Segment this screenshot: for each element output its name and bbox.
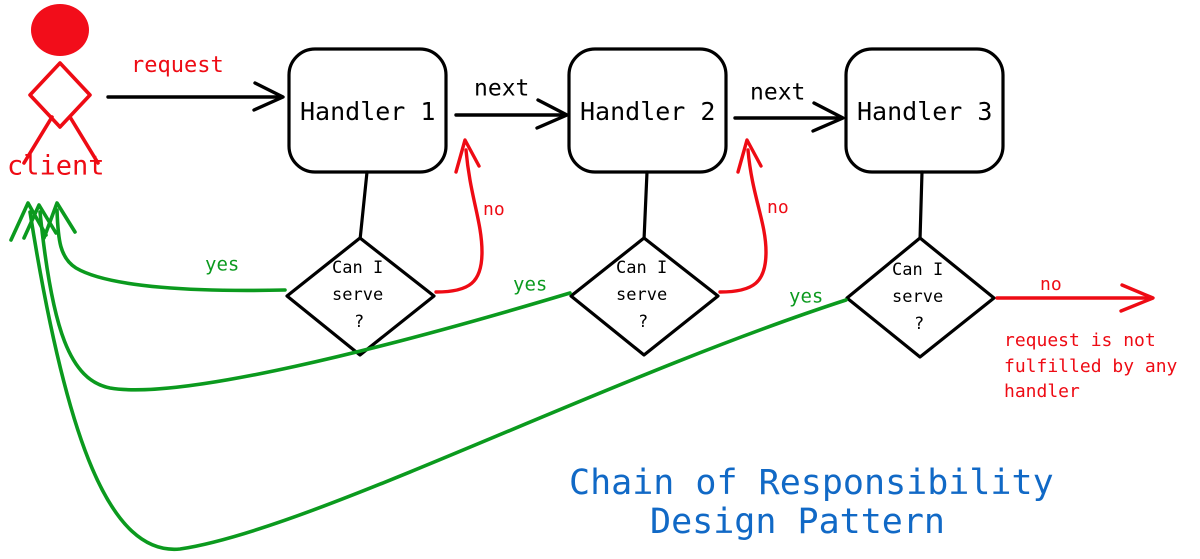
handler-2-node[interactable]: Handler 2 — [567, 47, 728, 174]
no-edge-2: no — [718, 138, 789, 294]
handler-2-label: Handler 2 — [580, 97, 715, 126]
no-edge-1: no — [434, 138, 505, 294]
decision-2-line2: serve — [616, 285, 667, 305]
request-label: request — [131, 53, 224, 78]
decision-3-line3: ? — [914, 314, 924, 334]
yes-edge-1-line — [55, 208, 287, 293]
decision-1-node[interactable]: Can I serve ? — [285, 236, 436, 357]
request-arrow-head-icon — [252, 81, 285, 112]
client-actor: client — [7, 4, 105, 182]
yes-edge-1: yes — [42, 201, 287, 293]
decision-2-diamond[interactable] — [569, 236, 720, 357]
handler-3-to-decision-connector — [918, 170, 924, 242]
no-edge-2-arrow-head-icon — [736, 138, 763, 174]
handler-1-node[interactable]: Handler 1 — [287, 47, 448, 174]
decision-3-line1: Can I — [892, 260, 943, 280]
decision-3-diamond[interactable] — [845, 236, 996, 359]
yes-edge-3-arrow-head-icon — [9, 201, 48, 242]
no-edge-2-line — [718, 148, 768, 294]
yes-edge-3-label: yes — [789, 286, 823, 308]
no-edge-2-label: no — [767, 197, 789, 218]
yes-edge-2-label: yes — [513, 274, 547, 296]
no-edge-1-arrow-head-icon — [454, 138, 481, 174]
no-edge-3-label: no — [1040, 274, 1062, 295]
next-edge-1-arrow-head-icon — [535, 98, 569, 130]
yes-edge-1-arrow-head-icon — [42, 201, 77, 240]
decision-1-line3: ? — [354, 312, 364, 332]
yes-edge-3: yes — [9, 201, 848, 551]
next-edge-1-label: next — [474, 76, 529, 102]
decision-3-node[interactable]: Can I serve ? — [845, 236, 996, 359]
no-edge-1-label: no — [483, 199, 505, 220]
decision-1-line1: Can I — [332, 258, 383, 278]
request-edge: request — [106, 53, 285, 112]
next-edge-2-label: next — [750, 80, 805, 106]
failure-note-line3: handler — [1004, 381, 1080, 402]
client-head-icon — [31, 4, 89, 56]
client-label: client — [7, 151, 105, 182]
handler-3-box[interactable] — [844, 47, 1005, 174]
decision-2-node[interactable]: Can I serve ? — [569, 236, 720, 357]
next-edge-2: next — [733, 80, 845, 133]
yes-edge-2: yes — [22, 203, 572, 392]
no-edge-1-line — [434, 148, 484, 294]
yes-edge-1-label: yes — [205, 254, 239, 276]
no-edge-3: no — [995, 274, 1155, 313]
yes-edge-3-line — [28, 210, 848, 551]
yes-edge-2-arrow-head-icon — [22, 203, 58, 240]
title-line-2: Design Pattern — [650, 502, 945, 542]
no-edge-3-arrow-head-icon — [1119, 283, 1155, 313]
handler-2-to-decision-connector — [642, 170, 649, 242]
handler-3-label: Handler 3 — [857, 97, 992, 126]
handler-3-node[interactable]: Handler 3 — [844, 47, 1005, 174]
next-edge-1: next — [454, 76, 569, 130]
client-body-diamond-icon — [28, 61, 92, 129]
next-edge-2-arrow-head-icon — [811, 101, 845, 133]
failure-note-line2: fulfilled by any — [1004, 356, 1178, 377]
decision-2-line3: ? — [638, 312, 648, 332]
client-left-leg-icon — [22, 115, 54, 165]
decision-1-diamond[interactable] — [285, 236, 436, 357]
failure-note: request is not fulfilled by any handler — [1004, 330, 1178, 402]
decision-2-line1: Can I — [616, 258, 667, 278]
decision-1-line2: serve — [332, 285, 383, 305]
handler-1-label: Handler 1 — [300, 97, 435, 126]
client-right-leg-icon — [68, 115, 100, 165]
handler-1-to-decision-connector — [358, 170, 369, 242]
title-line-1: Chain of Responsibility — [569, 463, 1054, 503]
yes-edge-2-line — [38, 210, 572, 392]
decision-3-line2: serve — [892, 287, 943, 307]
failure-note-line1: request is not — [1004, 330, 1156, 351]
diagram-title: Chain of Responsibility Design Pattern — [569, 463, 1054, 542]
